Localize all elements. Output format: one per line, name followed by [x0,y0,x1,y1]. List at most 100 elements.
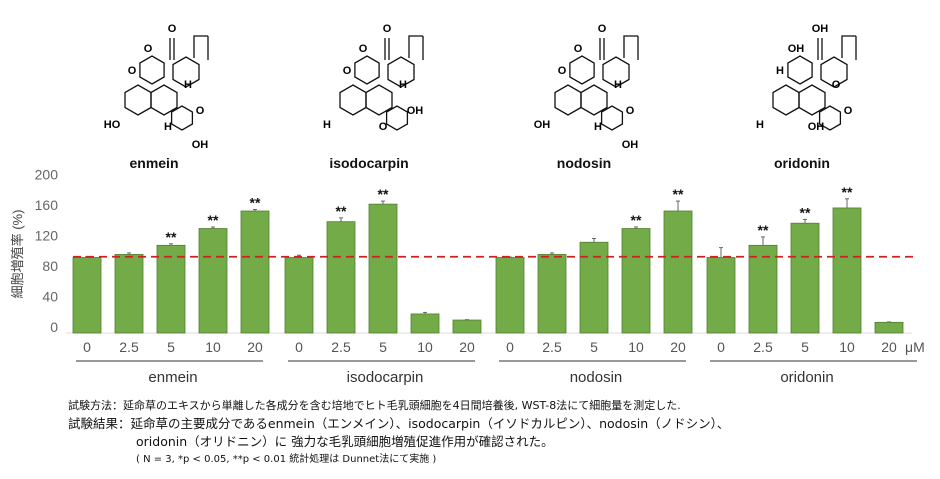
ring [354,55,380,85]
bar [452,319,482,334]
bonds [817,35,857,60]
atom-label: O [379,121,388,133]
bonds [384,35,424,60]
x-tick-label: 2.5 [753,339,773,355]
bar [832,207,862,334]
y-axis-label: 細胞増殖率 (%) [10,210,25,299]
bar [156,244,186,334]
bar [368,203,398,334]
atom-label: OH [812,23,829,35]
significance-label: ** [631,212,642,228]
atom-label: O [558,65,567,77]
atom-label: O [128,65,137,77]
group-label: nodosin [570,369,623,386]
ring [602,56,630,88]
atom-label: H [164,121,172,133]
compound-name: enmein [129,155,178,171]
ring [554,84,582,116]
bar [114,254,144,334]
ring [820,56,848,88]
atom-label: O [598,23,607,35]
ring [772,84,800,116]
x-tick-label: 5 [590,339,598,355]
bar [495,257,525,334]
bar [284,257,314,334]
x-tick-label: 20 [459,339,475,355]
atom-label: O [844,105,853,117]
atom-label: H [184,79,192,91]
compound-name: nodosin [557,155,611,171]
significance-label: ** [758,222,769,238]
bar [748,244,778,334]
ring [385,105,409,131]
x-tick-label: 5 [379,339,387,355]
atom-label: O [144,43,153,55]
y-tick-label: 160 [35,197,59,213]
atom-label: O [343,65,352,77]
bar [706,257,736,334]
atom-label: O [574,43,583,55]
atom-label: OH [622,139,639,151]
atom-label: OH [788,43,805,55]
atom-label: O [383,23,392,35]
atom-label: H [594,121,602,133]
y-tick-label: 120 [35,228,59,244]
ring [124,84,152,116]
y-tick-label: 0 [50,319,58,335]
ring [580,84,608,116]
unit-label: μM [905,339,925,355]
bar [874,321,904,334]
atom-label: H [756,119,764,131]
group-label: isodocarpin [347,369,424,386]
ring [787,55,813,85]
compound-name: oridonin [774,155,830,171]
method-note: 試験方法：延命草のエキスから単離した各成分を含む培地でヒト毛乳頭細胞を4日間培養… [68,397,681,413]
y-tick-label: 200 [35,167,59,183]
atom-label: H [323,119,331,131]
significance-label: ** [208,212,219,228]
bar [326,221,356,334]
y-tick-label: 40 [42,289,58,305]
result-text-1: 延命草の主要成分であるenmein（エンメイン）、isodocarpin（イソド… [130,416,730,431]
ring [339,84,367,116]
atom-label: O [168,23,177,35]
result-note: 試験結果：延命草の主要成分であるenmein（エンメイン）、isodocarpi… [68,413,729,432]
x-tick-label: 2.5 [119,339,139,355]
atom-label: HO [104,119,121,131]
bar [663,210,693,334]
x-tick-label: 0 [295,339,303,355]
x-tick-label: 20 [247,339,263,355]
bar [537,254,567,334]
bar [72,257,102,334]
atom-label: OH [534,119,551,131]
atom-label: O [626,105,635,117]
x-tick-label: 10 [628,339,644,355]
x-tick-label: 0 [83,339,91,355]
y-tick-label: 80 [42,258,58,274]
ring [798,84,826,116]
x-tick-label: 10 [839,339,855,355]
atom-label: O [832,79,841,91]
atom-label: OH [808,121,825,133]
method-text: 延命草のエキスから単離した各成分を含む培地でヒト毛乳頭細胞を4日間培養後, WS… [123,399,681,412]
bar [410,313,440,334]
atom-label: H [399,79,407,91]
x-tick-label: 0 [717,339,725,355]
significance-label: ** [378,186,389,202]
ring [387,56,415,88]
significance-label: ** [336,203,347,219]
significance-label: ** [250,194,261,210]
atom-label: O [359,43,368,55]
ring [569,55,595,85]
significance-label: ** [800,204,811,220]
atom-label: OH [407,105,424,117]
ring [150,84,178,116]
group-label: oridonin [780,369,833,386]
significance-label: ** [842,184,853,200]
atom-label: O [196,105,205,117]
